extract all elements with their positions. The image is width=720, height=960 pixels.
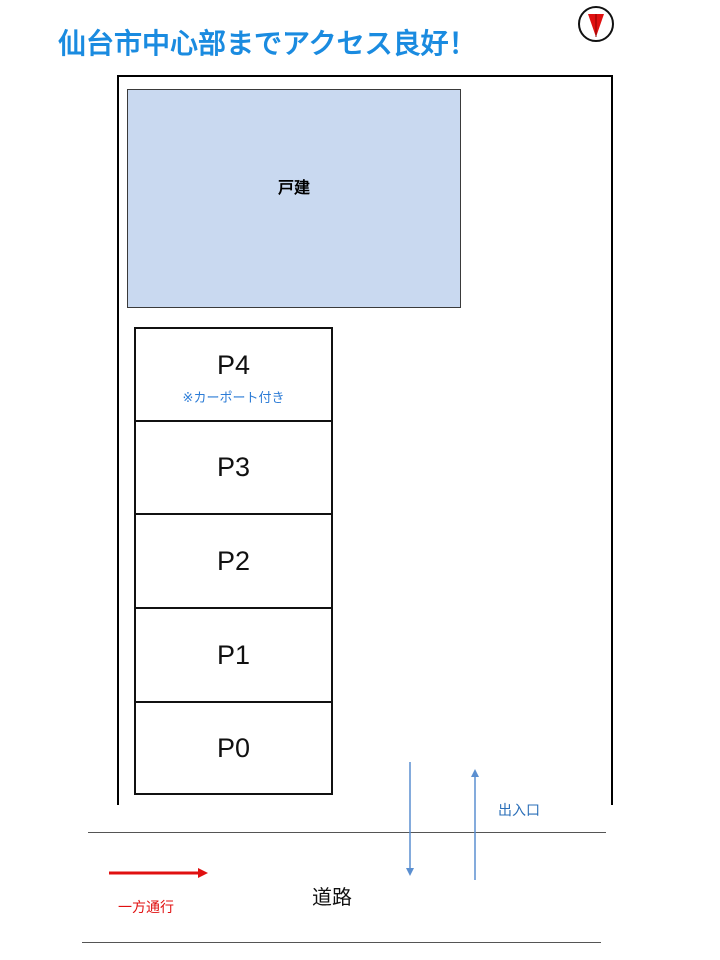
parking-space-p1: P1 — [134, 607, 333, 703]
north-arrow-icon — [578, 6, 614, 42]
parking-label: P0 — [216, 732, 251, 763]
house-block: 戸建 — [127, 89, 461, 308]
parking-space-p0: P0 — [134, 701, 333, 795]
site-boundary-left — [117, 75, 119, 805]
headline: 仙台市中心部までアクセス良好！ — [58, 27, 477, 60]
parking-space-p3: P3 — [134, 420, 333, 515]
site-boundary-top — [117, 75, 613, 77]
parking-label: P2 — [216, 545, 251, 576]
house-label: 戸建 — [277, 177, 310, 197]
road-label: 道路 — [312, 885, 352, 909]
parking-space-p4: P4 ※カーポート付き — [134, 327, 333, 422]
site-boundary-right — [611, 75, 613, 805]
parking-label: P4 — [216, 349, 251, 380]
entrance-label: 出入口 — [498, 803, 540, 819]
carport-note: ※カーポート付き — [182, 390, 285, 406]
road-edge-top — [88, 832, 606, 833]
parking-space-p2: P2 — [134, 513, 333, 609]
road-edge-bottom — [82, 942, 601, 943]
one-way-label: 一方通行 — [118, 900, 174, 916]
parking-label: P3 — [216, 452, 251, 482]
parking-label: P1 — [216, 639, 251, 670]
